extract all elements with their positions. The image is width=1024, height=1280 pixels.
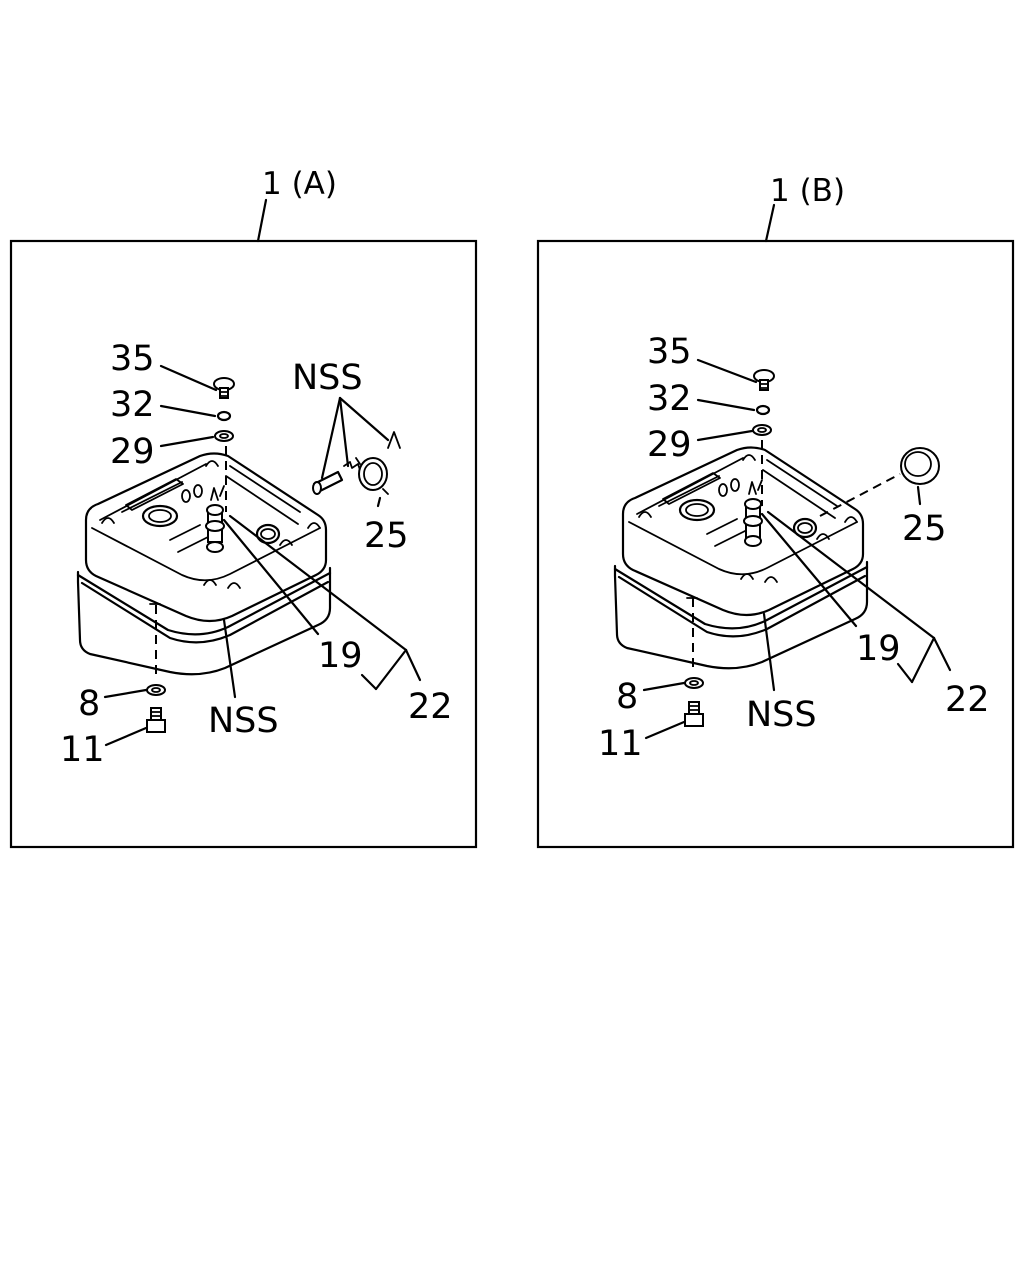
screw-35-a (213, 377, 235, 399)
drain-plug-11-b (684, 701, 704, 727)
washer-8-a (146, 684, 166, 696)
fuel-gauge-unit-b (743, 479, 763, 547)
panel-b-frame (536, 239, 1015, 849)
filler-cap-25-a (355, 457, 389, 495)
callout-25-b: 25 (902, 509, 947, 549)
callout-nss-top-a: NSS (292, 358, 363, 398)
callout-32-b: 32 (647, 379, 692, 419)
callout-35-a: 35 (110, 339, 155, 379)
callout-19-a: 19 (318, 636, 363, 676)
callout-nss-bottom-b: NSS (746, 695, 817, 735)
washer-8-b (684, 677, 704, 689)
callout-nss-bottom-a: NSS (208, 701, 279, 741)
washer-29-a (214, 430, 234, 442)
panel-b-title: 1 (B) (770, 173, 845, 209)
screw-35-b (753, 369, 775, 391)
fuel-gauge-unit-a (205, 485, 225, 553)
callout-25-a: 25 (364, 516, 409, 556)
panel-a-title: 1 (A) (262, 166, 337, 202)
lock-washer-32-a (216, 410, 232, 422)
callout-8-b: 8 (616, 677, 638, 717)
callout-22-b: 22 (945, 680, 990, 720)
panel-a: 1 (A) (9, 166, 478, 849)
callout-32-a: 32 (110, 385, 155, 425)
callout-29-b: 29 (647, 425, 692, 465)
callout-35-b: 35 (647, 332, 692, 372)
filler-cap-25-b (900, 447, 940, 485)
drain-plug-11-a (146, 707, 166, 733)
callout-11-b: 11 (598, 724, 643, 764)
callout-8-a: 8 (78, 684, 100, 724)
callout-19-b: 19 (856, 629, 901, 669)
washer-29-b (752, 424, 772, 436)
callout-22-a: 22 (408, 687, 453, 727)
panel-b: 1 (B) (536, 173, 1015, 849)
lock-washer-32-b (755, 404, 771, 416)
callout-11-a: 11 (60, 730, 105, 770)
callout-29-a: 29 (110, 432, 155, 472)
nss-hardware-a (312, 431, 401, 495)
panel-a-frame (9, 239, 478, 849)
